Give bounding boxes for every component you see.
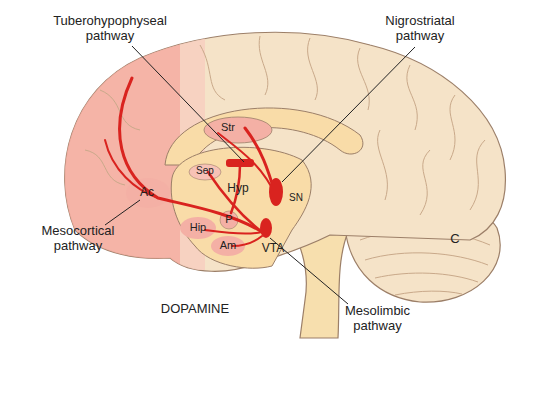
pathway-label: Mesolimbic pathway — [325, 304, 430, 334]
striatum — [204, 117, 272, 143]
region-label: Hip — [182, 221, 214, 234]
leader-line — [282, 47, 415, 182]
mesolimbic-fiber — [205, 230, 262, 234]
hippocampus — [180, 217, 216, 239]
mesocortical-fiber — [120, 78, 262, 232]
pathway-label: Nigrostriatal pathway — [365, 14, 475, 44]
region-label: VTA — [255, 242, 291, 256]
substantia-nigra — [269, 178, 283, 206]
pathway-label: Mesocortical pathway — [28, 224, 128, 254]
region-label: Am — [213, 239, 243, 252]
leader-line — [132, 46, 244, 162]
nigrostriatal-fiber — [218, 133, 276, 196]
dopamine-pathways — [105, 78, 276, 246]
region-label: SN — [284, 192, 308, 204]
pathway-label: Tuberohypophyseal pathway — [40, 14, 180, 44]
region-label: Hyp — [222, 182, 254, 196]
mesolimbic-fiber — [232, 236, 262, 246]
region-label: Sep — [190, 165, 220, 177]
hypothalamic-nucleus — [226, 159, 254, 167]
leader-line — [105, 200, 140, 225]
region-label: Ac — [132, 186, 162, 200]
region-label: C — [440, 232, 470, 247]
septum — [189, 164, 221, 180]
diencephalon — [171, 147, 311, 268]
leader-lines — [105, 46, 415, 304]
diagram-title: DOPAMINE — [140, 302, 250, 317]
region-label: Str — [208, 121, 248, 134]
region-label: P — [220, 213, 238, 226]
ventral-tegmental-area — [260, 218, 272, 238]
